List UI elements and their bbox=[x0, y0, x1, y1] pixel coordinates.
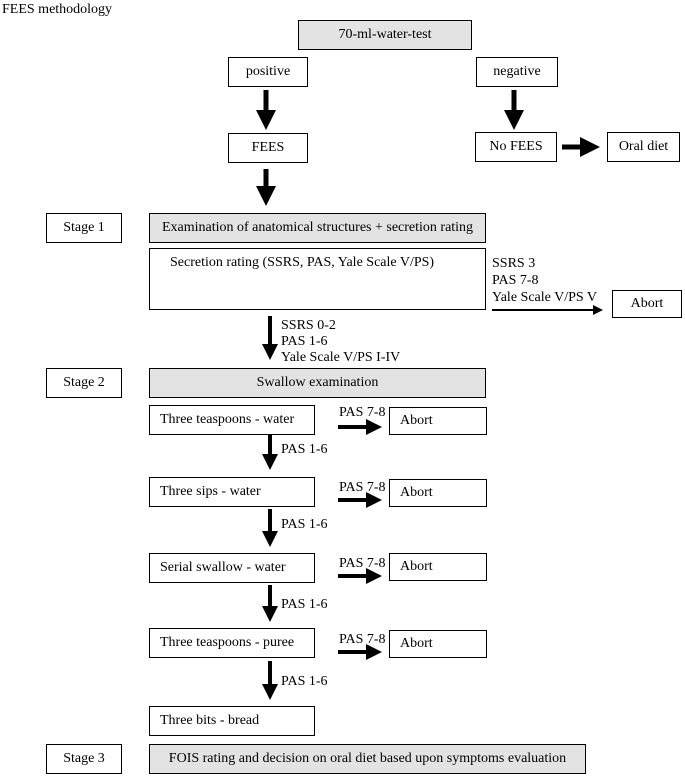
stage2-label: Stage 2 bbox=[46, 368, 122, 398]
abort-criteria-2: PAS 7-8 bbox=[492, 273, 539, 288]
step-three-teaspoons-water: Three teaspoons - water bbox=[149, 405, 315, 435]
stage3-header: FOIS rating and decision on oral diet ba… bbox=[149, 744, 586, 774]
water-test-box: 70-ml-water-test bbox=[298, 20, 472, 50]
negative-box: negative bbox=[476, 57, 558, 87]
step2-abort-box: Abort bbox=[389, 479, 487, 507]
step-serial-swallow-water: Serial swallow - water bbox=[149, 553, 315, 583]
step1-abort-box: Abort bbox=[389, 407, 487, 435]
fees-box: FEES bbox=[228, 133, 308, 163]
pass-criteria-2: PAS 1-6 bbox=[281, 334, 328, 349]
stage1-label: Stage 1 bbox=[46, 213, 122, 243]
stage1-abort-box: Abort bbox=[612, 290, 682, 318]
positive-box: positive bbox=[228, 57, 308, 87]
step2-fail-label: PAS 7-8 bbox=[339, 480, 386, 495]
step3-abort-box: Abort bbox=[389, 553, 487, 581]
step1-fail-label: PAS 7-8 bbox=[339, 405, 386, 420]
step3-pass-label: PAS 1-6 bbox=[281, 597, 328, 612]
stage1-header: Examination of anatomical structures + s… bbox=[149, 213, 486, 243]
step4-abort-box: Abort bbox=[389, 630, 487, 658]
step3-fail-label: PAS 7-8 bbox=[339, 556, 386, 571]
abort-criteria-3: Yale Scale V/PS V bbox=[492, 290, 598, 305]
stage2-header: Swallow examination bbox=[149, 368, 486, 398]
oral-diet-box: Oral diet bbox=[607, 132, 680, 162]
abort-criteria-1: SSRS 3 bbox=[492, 256, 536, 271]
step1-pass-label: PAS 1-6 bbox=[281, 442, 328, 457]
pass-criteria-1: SSRS 0-2 bbox=[281, 318, 336, 333]
secretion-rating-text: Secretion rating (SSRS, PAS, Yale Scale … bbox=[170, 255, 435, 270]
step2-pass-label: PAS 1-6 bbox=[281, 517, 328, 532]
diagram-title: FEES methodology bbox=[2, 2, 113, 17]
step-three-teaspoons-puree: Three teaspoons - puree bbox=[149, 628, 315, 658]
stage3-label: Stage 3 bbox=[46, 744, 122, 774]
step4-pass-label: PAS 1-6 bbox=[281, 674, 328, 689]
step-three-sips-water: Three sips - water bbox=[149, 477, 315, 507]
step-three-bits-bread: Three bits - bread bbox=[149, 706, 315, 736]
no-fees-box: No FEES bbox=[475, 132, 557, 162]
pass-criteria-3: Yale Scale V/PS I-IV bbox=[281, 350, 401, 365]
secretion-rating-box: Secretion rating (SSRS, PAS, Yale Scale … bbox=[149, 248, 486, 310]
step4-fail-label: PAS 7-8 bbox=[339, 632, 386, 647]
